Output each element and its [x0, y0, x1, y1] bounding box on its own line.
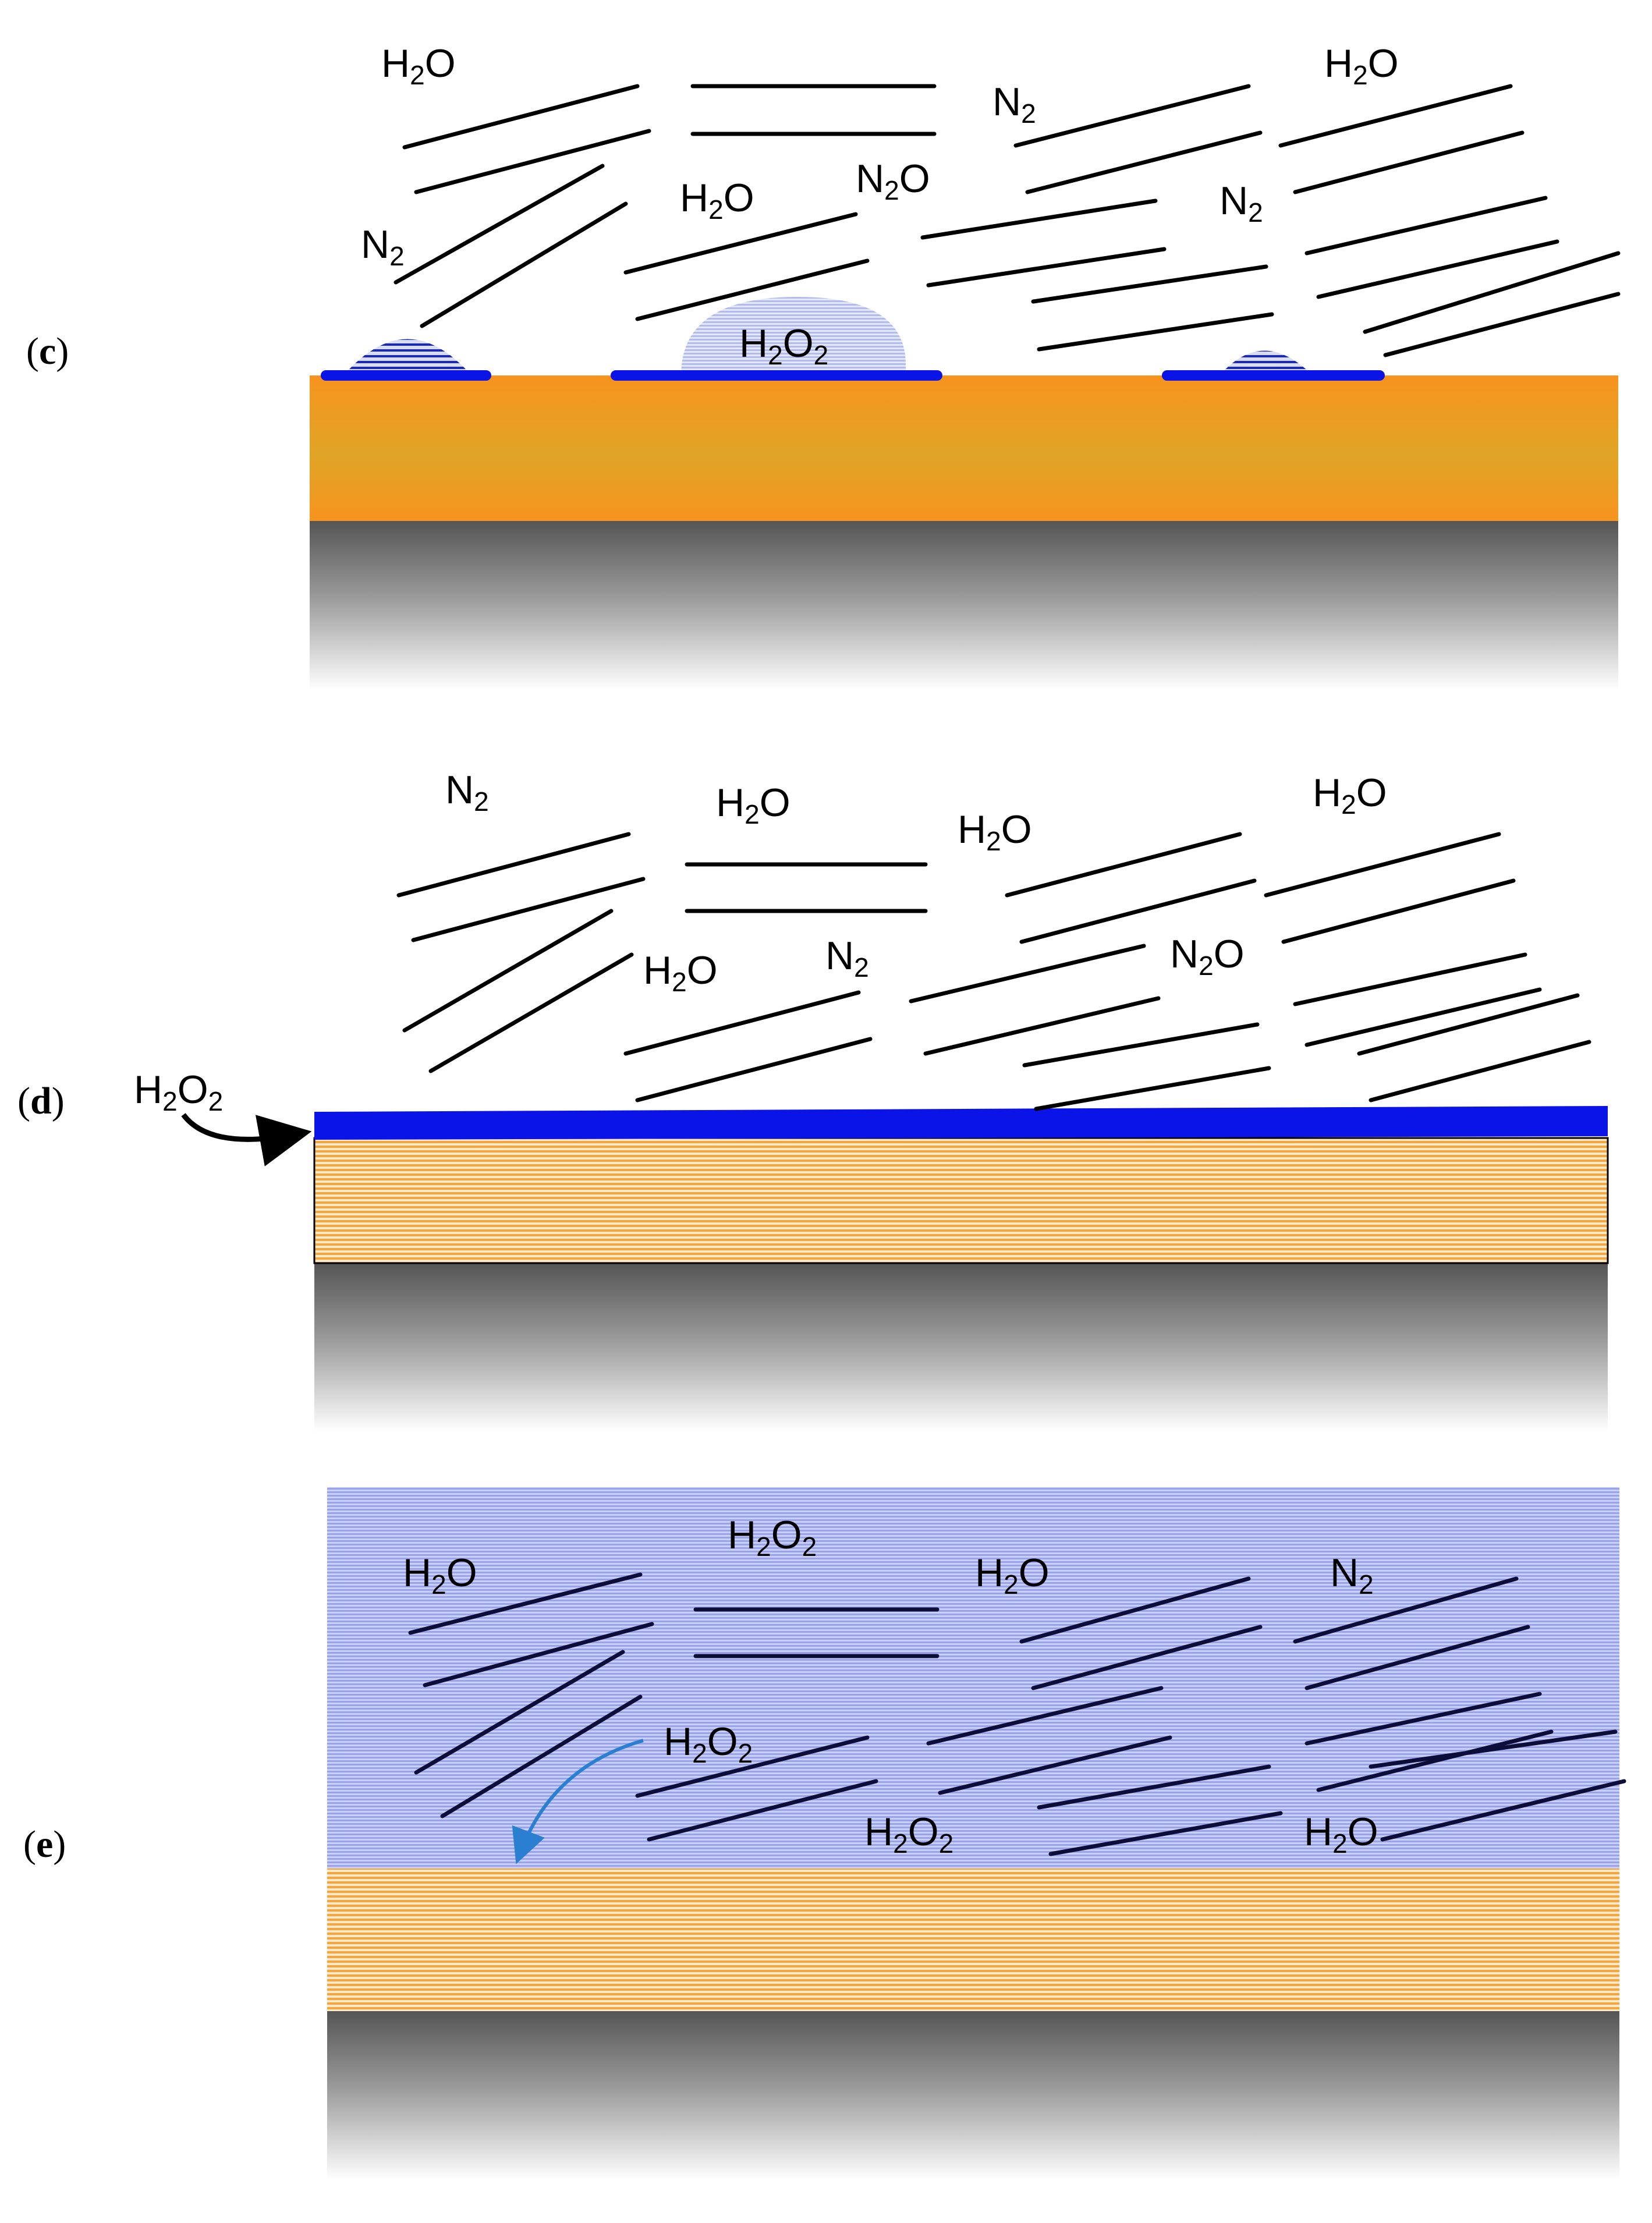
- molecule-label: H2O: [958, 807, 1032, 856]
- panel-e: (e) H2O: [23, 1487, 1626, 2180]
- h2o2-droplet: [343, 339, 472, 375]
- h2o2-bath: [327, 1487, 1619, 1869]
- molecule-label: H2O: [975, 1551, 1050, 1600]
- polymer-chains: [396, 832, 1591, 1111]
- substrate: [327, 2011, 1619, 2180]
- molecule-label: H2O2: [864, 1810, 953, 1859]
- molecule-label: H2O: [680, 176, 754, 225]
- panel-d: (d) N2: [17, 768, 1609, 1432]
- film-layer: [310, 375, 1618, 521]
- molecule-label: N2: [825, 934, 869, 983]
- molecule-label: H2O2: [134, 1068, 223, 1116]
- molecule-label: H2O2: [728, 1513, 817, 1562]
- molecule-label: N2: [361, 222, 405, 271]
- substrate: [310, 521, 1618, 690]
- molecule-label: N2O: [856, 157, 930, 205]
- curved-arrow-icon: [512, 1739, 644, 1864]
- molecule-label: H2O: [381, 41, 456, 90]
- film-layer: [327, 1869, 1619, 2011]
- curved-arrow-icon: [181, 1113, 312, 1167]
- molecule-label: N2: [1330, 1551, 1374, 1600]
- film-layer: [313, 1137, 1609, 1264]
- molecule-label: H2O: [1304, 1810, 1378, 1859]
- molecule-label: N2: [445, 768, 489, 817]
- molecule-label: H2O: [1324, 41, 1399, 90]
- polymer-chains: [393, 84, 1621, 357]
- molecule-label: H2O: [716, 781, 790, 829]
- panel-c: (c): [26, 41, 1621, 690]
- h2o2-droplet: [1219, 350, 1313, 375]
- molecule-label: H2O: [1313, 771, 1387, 820]
- substrate: [314, 1263, 1608, 1432]
- molecule-label: N2: [992, 80, 1036, 129]
- molecule-label: H2O: [643, 948, 718, 997]
- polymer-chains: [408, 1572, 1626, 1856]
- panel-label: (d): [17, 1080, 65, 1122]
- panel-label: (e): [23, 1823, 66, 1866]
- panel-label: (c): [26, 330, 69, 373]
- molecule-label: H2O2: [739, 321, 828, 370]
- molecule-label: H2O: [403, 1551, 477, 1600]
- molecule-label: N2O: [1170, 932, 1245, 981]
- molecule-label: H2O2: [664, 1719, 753, 1768]
- h2o2-droplet: [681, 297, 906, 375]
- h2o2-surface-layer: [314, 1106, 1608, 1140]
- molecule-label: N2: [1219, 179, 1263, 228]
